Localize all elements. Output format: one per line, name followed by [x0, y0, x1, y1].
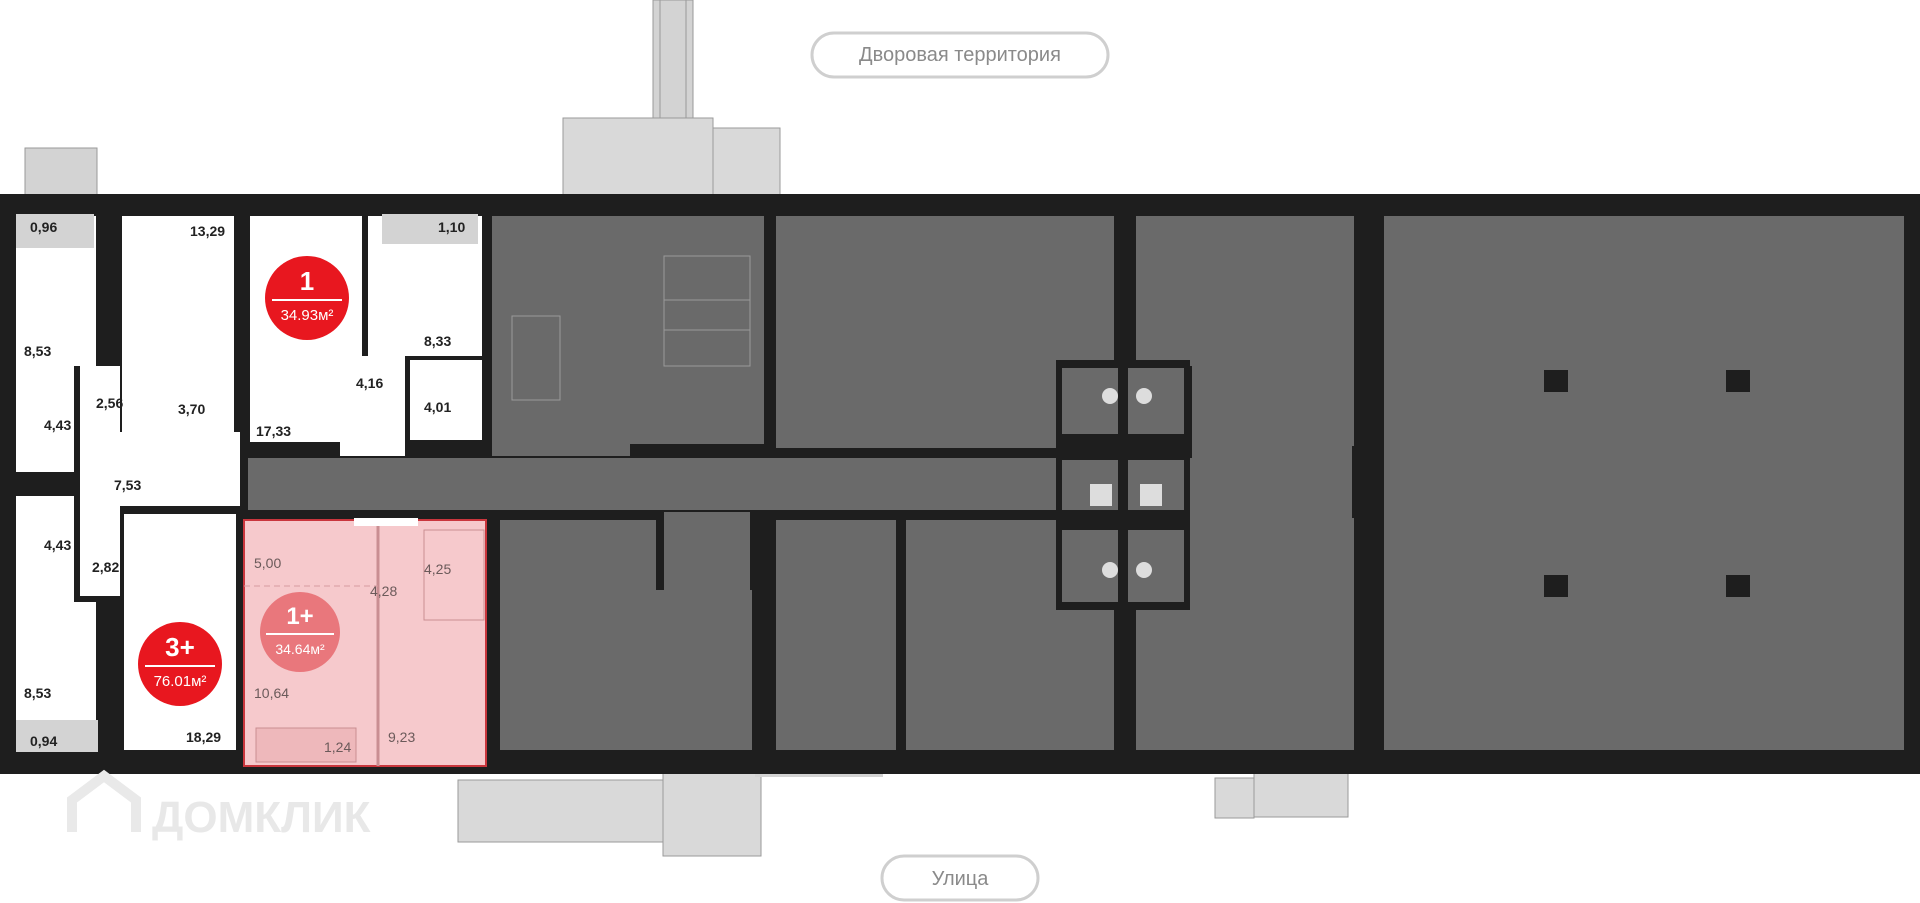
area-label: 1,10	[438, 219, 465, 235]
street-label: Улица	[880, 854, 1040, 902]
area-label: 4,16	[356, 375, 383, 391]
area-label: 3,70	[178, 401, 205, 417]
common-areas	[248, 216, 1904, 750]
courtyard-label: Дворовая территория	[810, 31, 1110, 79]
area-label: 13,29	[190, 223, 225, 239]
area-label: 2,82	[92, 559, 119, 575]
area-label: 4,01	[424, 399, 451, 415]
hall-columns	[1352, 370, 1750, 597]
badge-rooms: 1	[300, 266, 314, 296]
street-label-text: Улица	[932, 868, 990, 890]
badge-apt1plus[interactable]: 1+ 34.64м²	[260, 592, 340, 672]
area-label: 2,56	[96, 395, 123, 411]
badge-apt1[interactable]: 1 34.93м²	[265, 256, 349, 340]
watermark-text: ДОМКЛИК	[152, 793, 371, 842]
badge-apt3plus[interactable]: 3+ 76.01м²	[138, 622, 222, 706]
area-label: 8,53	[24, 685, 51, 701]
area-label: 4,43	[44, 417, 71, 433]
highlighted-apartment[interactable]	[243, 518, 487, 767]
house-logo-icon	[67, 769, 141, 832]
area-label: 4,28	[370, 583, 397, 599]
area-label: 0,96	[30, 219, 57, 235]
badge-area: 76.01м²	[154, 673, 207, 690]
area-label: 17,33	[256, 423, 291, 439]
room-area-labels: 0,96 13,29 1,10 8,53 8,33 2,56 3,70 4,16…	[24, 219, 465, 755]
stairwell	[511, 255, 751, 401]
badge-rooms: 1+	[286, 603, 313, 630]
area-label: 9,23	[388, 729, 415, 745]
left-apartments	[16, 216, 482, 750]
top-shaft	[652, 0, 694, 129]
area-label: 10,64	[254, 685, 289, 701]
badge-area: 34.64м²	[275, 641, 325, 657]
area-label: 5,00	[254, 555, 281, 571]
area-label: 18,29	[186, 729, 221, 745]
area-label: 4,25	[424, 561, 451, 577]
area-label: 0,94	[30, 733, 57, 749]
badge-rooms: 3+	[165, 632, 195, 662]
area-label: 8,33	[424, 333, 451, 349]
badge-area: 34.93м²	[281, 307, 334, 324]
area-label: 1,24	[324, 739, 351, 755]
left-balconies	[16, 214, 478, 752]
area-label: 7,53	[114, 477, 141, 493]
courtyard-label-text: Дворовая территория	[859, 44, 1061, 66]
area-label: 8,53	[24, 343, 51, 359]
wc-block	[1056, 360, 1190, 610]
watermark: ДОМКЛИК	[67, 769, 371, 842]
area-label: 4,43	[44, 537, 71, 553]
